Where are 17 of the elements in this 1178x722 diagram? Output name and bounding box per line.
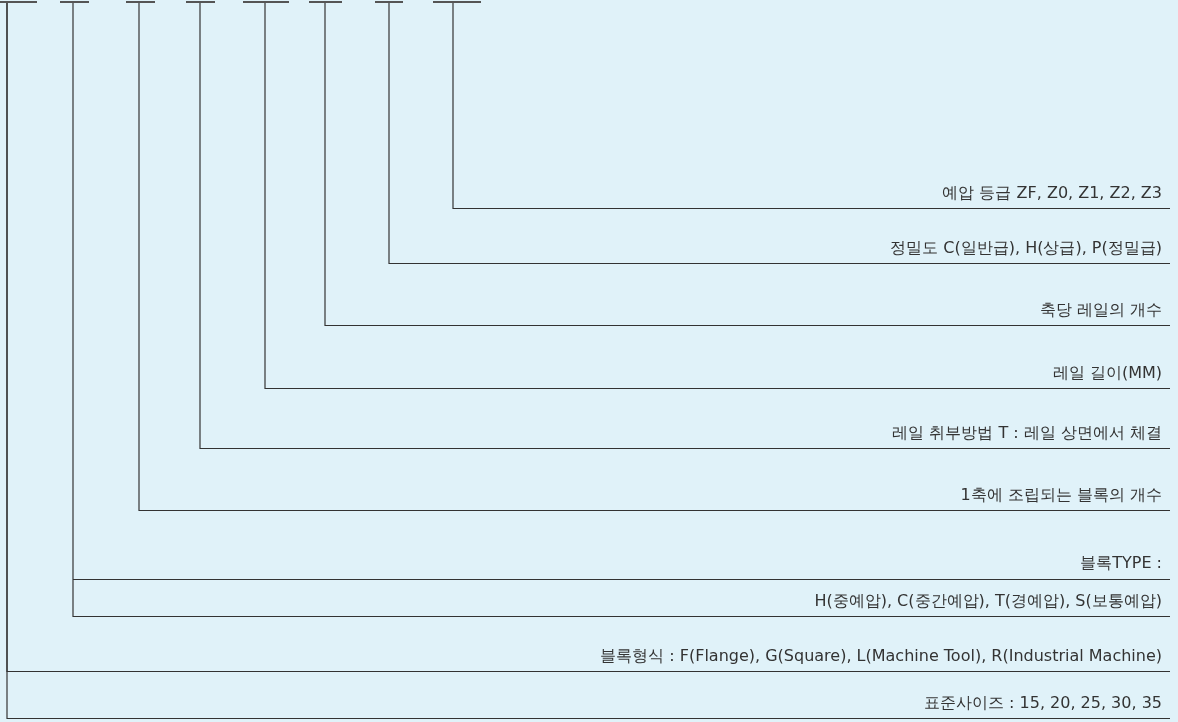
description-text: 1축에 조립되는 블록의 개수 <box>960 485 1162 505</box>
description-text: 블록형식 : F(Flange), G(Square), L(Machine Tool), R(Industrial Machine) <box>600 646 1162 666</box>
description-text: 레일 취부방법 T : 레일 상면에서 체결 <box>892 423 1162 443</box>
leader-line <box>388 2 390 265</box>
description-text: 축당 레일의 개수 <box>1039 300 1162 320</box>
description-text: 표준사이즈 : 15, 20, 25, 30, 35 <box>923 693 1162 713</box>
leader-line <box>324 2 326 327</box>
leader-line <box>264 2 266 390</box>
description-text: 레일 길이(MM) <box>1052 363 1162 383</box>
leader-line <box>199 2 201 450</box>
leader-line <box>72 2 74 618</box>
description-text: H(중예압), C(중간예압), T(경예압), S(보통예압) <box>814 591 1162 611</box>
description-text: 정밀도 C(일반급), H(상급), P(정밀급) <box>890 238 1162 258</box>
leader-line <box>138 2 140 512</box>
description-text: 블록TYPE : <box>1080 552 1162 573</box>
leader-line <box>452 2 454 210</box>
description-text: 예압 등급 ZF, Z0, Z1, Z2, Z3 <box>942 183 1162 203</box>
